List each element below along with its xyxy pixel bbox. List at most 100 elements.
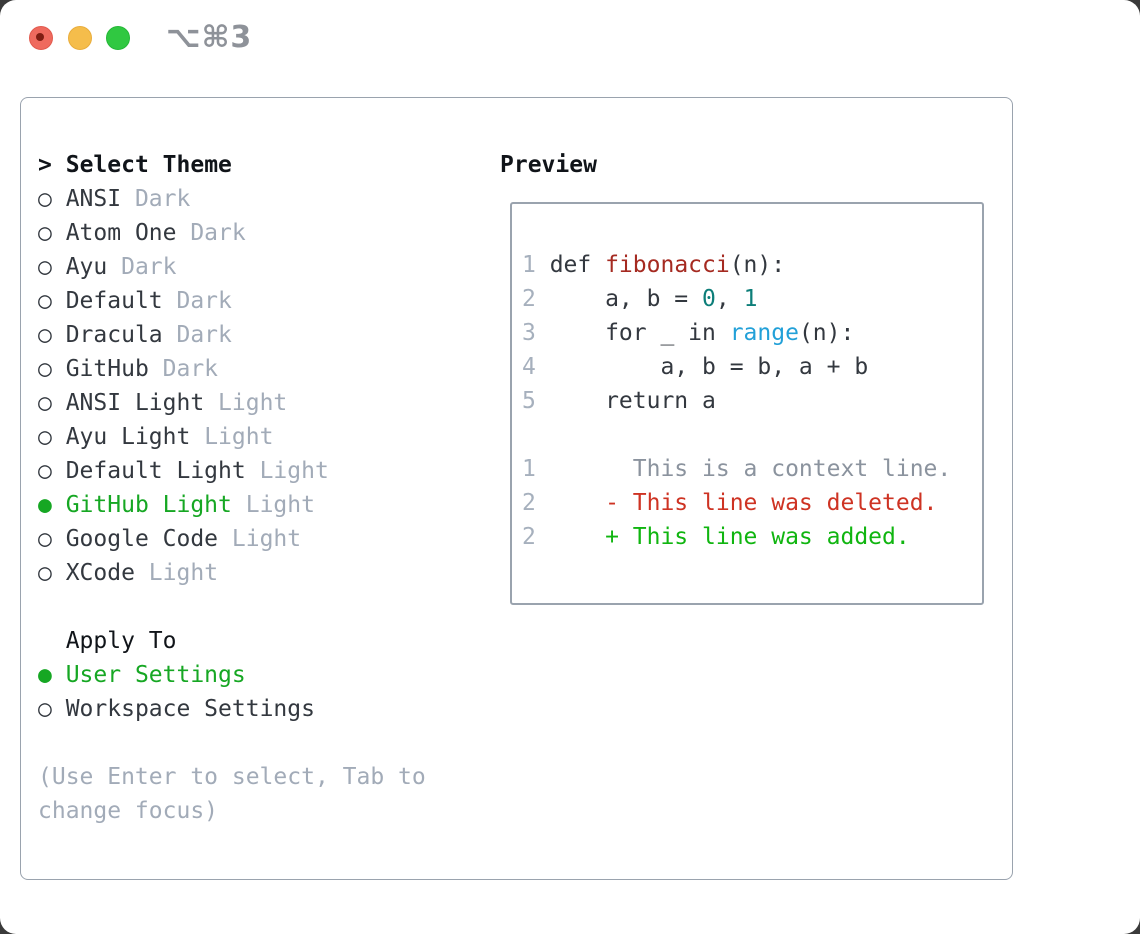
theme-option[interactable]: ○ ANSI Light Light: [38, 386, 426, 420]
theme-variant: Light: [190, 424, 274, 450]
code-line: 1 This is a context line.: [522, 452, 982, 486]
theme-option[interactable]: ○ Dracula Dark: [38, 318, 426, 352]
radio-icon: ○: [38, 254, 52, 280]
radio-icon: ○: [38, 322, 52, 348]
apply-to-label: Workspace Settings: [51, 696, 315, 722]
theme-option[interactable]: ○ ANSI Dark: [38, 182, 426, 216]
radio-icon: ○: [38, 458, 52, 484]
code-content: - This line was deleted.: [549, 490, 938, 516]
theme-name: GitHub: [51, 356, 149, 382]
radio-icon: ○: [38, 696, 52, 722]
code-content: + This line was added.: [549, 524, 910, 550]
apply-to-option[interactable]: ○ Workspace Settings: [38, 692, 426, 726]
apply-to-label: User Settings: [51, 662, 246, 688]
radio-icon: ○: [38, 526, 52, 552]
code-content: def fibonacci(n):: [549, 252, 786, 278]
theme-option[interactable]: ○ Ayu Light Light: [38, 420, 426, 454]
spacer-row: [38, 726, 426, 760]
theme-variant: Light: [218, 526, 302, 552]
code-line: 2 a, b = 0, 1: [522, 282, 982, 316]
radio-icon: ○: [38, 288, 52, 314]
prompt-caret: >: [38, 152, 52, 178]
apply-to-header: Apply To: [65, 628, 177, 654]
code-line: 1 def fibonacci(n):: [522, 248, 982, 282]
theme-variant: Light: [204, 390, 288, 416]
theme-name: Default Light: [51, 458, 246, 484]
theme-name: Dracula: [51, 322, 163, 348]
code-content: for _ in range(n):: [549, 320, 855, 346]
line-number: 2: [522, 524, 536, 550]
theme-option[interactable]: ○ Default Light Light: [38, 454, 426, 488]
code-line: 4 a, b = b, a + b: [522, 350, 982, 384]
code-line: 5 return a: [522, 384, 982, 418]
line-number: 2: [522, 490, 536, 516]
theme-option[interactable]: ○ Atom One Dark: [38, 216, 426, 250]
theme-option[interactable]: ● GitHub Light Light: [38, 488, 426, 522]
code-content: return a: [549, 388, 716, 414]
theme-name: Ayu Light: [51, 424, 191, 450]
theme-name: ANSI: [51, 186, 122, 212]
radio-icon: ●: [38, 662, 52, 688]
line-number: 1: [522, 456, 536, 482]
theme-variant: Dark: [176, 220, 246, 246]
keyboard-hint: (Use Enter to select, Tab to change focus…: [38, 760, 426, 828]
radio-icon: ○: [38, 390, 52, 416]
theme-variant: Light: [245, 458, 329, 484]
hint-line: change focus): [38, 798, 219, 824]
theme-variant: Dark: [107, 254, 177, 280]
radio-icon: ●: [38, 492, 52, 518]
theme-variant: Dark: [148, 356, 219, 382]
code-content: a, b = b, a + b: [549, 354, 869, 380]
line-number: 1: [522, 252, 536, 278]
theme-option[interactable]: ○ Default Dark: [38, 284, 426, 318]
theme-variant: Light: [134, 560, 219, 586]
theme-option[interactable]: ○ Google Code Light: [38, 522, 426, 556]
select-theme-header: > Select Theme: [38, 148, 426, 182]
theme-variant: Dark: [121, 186, 191, 212]
hint-line: (Use Enter to select, Tab to: [38, 764, 426, 790]
theme-name: GitHub Light: [51, 492, 232, 518]
code-line: 2 + This line was added.: [522, 520, 982, 554]
theme-name: ANSI Light: [51, 390, 205, 416]
theme-name: Google Code: [51, 526, 219, 552]
theme-picker-panel: > Select Theme ○ ANSI Dark○ Atom One Dar…: [20, 97, 1013, 880]
theme-variant: Dark: [162, 322, 232, 348]
spacer-row: [38, 590, 426, 624]
unsaved-changes-dot: [36, 33, 44, 41]
theme-options-list: ○ ANSI Dark○ Atom One Dark○ Ayu Dark○ De…: [38, 182, 426, 590]
radio-icon: ○: [38, 356, 52, 382]
radio-icon: ○: [38, 186, 52, 212]
theme-name: XCode: [51, 560, 135, 586]
radio-icon: ○: [38, 424, 52, 450]
select-theme-title: Select Theme: [65, 152, 232, 178]
theme-name: Atom One: [51, 220, 177, 246]
theme-name: Ayu: [51, 254, 108, 280]
code-content: This is a context line.: [549, 456, 952, 482]
radio-icon: ○: [38, 220, 52, 246]
apply-to-option[interactable]: ● User Settings: [38, 658, 426, 692]
close-button[interactable]: [29, 26, 53, 50]
line-number: 2: [522, 286, 536, 312]
theme-name: Default: [51, 288, 163, 314]
theme-option[interactable]: ○ GitHub Dark: [38, 352, 426, 386]
apply-to-options-list: ● User Settings○ Workspace Settings: [38, 658, 426, 726]
theme-option[interactable]: ○ XCode Light: [38, 556, 426, 590]
window-title: ⌥⌘3: [166, 20, 253, 55]
code-line: [522, 418, 982, 452]
line-number: 3: [522, 320, 536, 346]
line-number: 5: [522, 388, 536, 414]
radio-icon: ○: [38, 560, 52, 586]
theme-variant: Dark: [162, 288, 232, 314]
theme-picker-left-column: > Select Theme ○ ANSI Dark○ Atom One Dar…: [38, 148, 426, 828]
theme-option[interactable]: ○ Ayu Dark: [38, 250, 426, 284]
maximize-button[interactable]: [106, 26, 130, 50]
theme-variant: Light: [231, 492, 315, 518]
line-number: 4: [522, 354, 536, 380]
code-line: 2 - This line was deleted.: [522, 486, 982, 520]
minimize-button[interactable]: [68, 26, 92, 50]
code-line: 3 for _ in range(n):: [522, 316, 982, 350]
preview-title: Preview: [500, 152, 597, 178]
